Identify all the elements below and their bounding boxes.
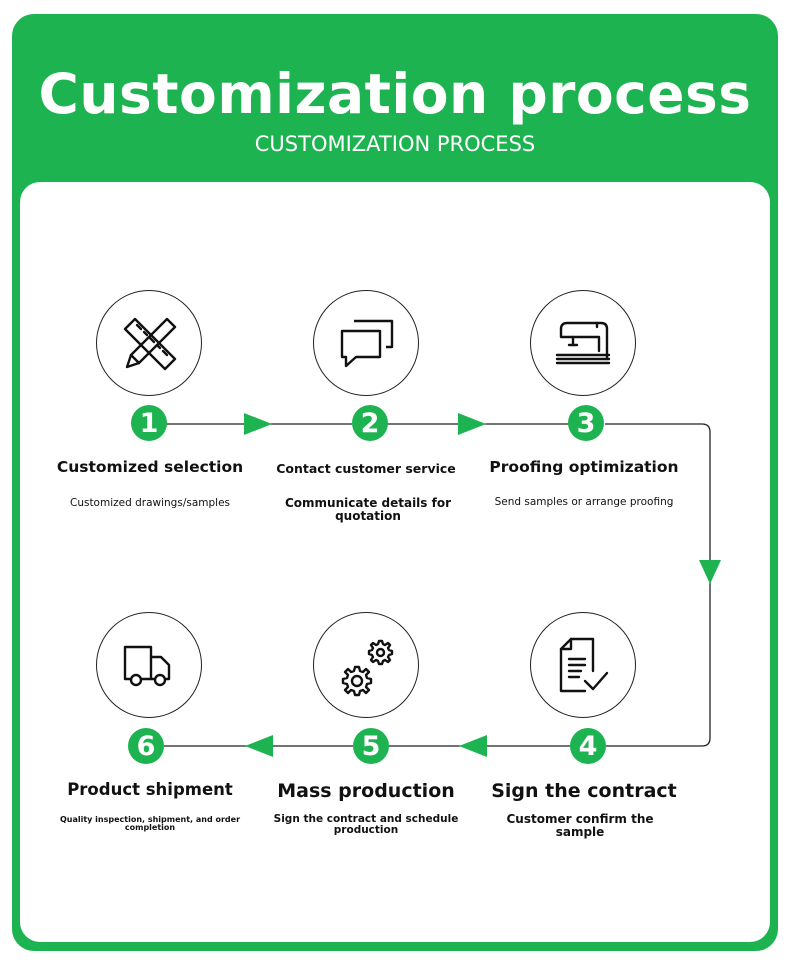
step-1-badge: 1 xyxy=(131,405,167,441)
step-1-icon-circle xyxy=(96,290,202,396)
step-2-title: Contact customer service xyxy=(276,461,456,476)
step-3-badge: 3 xyxy=(568,405,604,441)
arrow-down-icon xyxy=(699,560,721,584)
arrow-left-icon xyxy=(245,735,273,757)
step-5-title: Mass production xyxy=(277,780,455,802)
contract-check-icon xyxy=(559,637,609,693)
connector-3-4 xyxy=(605,423,711,747)
step-4-badge: 4 xyxy=(570,728,606,764)
arrow-right-icon xyxy=(244,413,272,435)
step-2-badge: 2 xyxy=(352,405,388,441)
step-3-title: Proofing optimization xyxy=(489,458,679,476)
step-5-badge: 5 xyxy=(353,728,389,764)
step-4-description: Customer confirm the sample xyxy=(506,812,654,839)
step-2-icon-circle xyxy=(313,290,419,396)
step-5-description: Sign the contract and schedule productio… xyxy=(273,813,459,837)
step-4-icon-circle xyxy=(530,612,636,718)
step-1-description: Customized drawings/samples xyxy=(69,497,230,509)
step-1-title: Customized selection xyxy=(56,458,244,476)
step-3-icon-circle xyxy=(530,290,636,396)
chat-bubbles-icon xyxy=(340,319,394,368)
step-6-icon-circle xyxy=(96,612,202,718)
arrow-right-icon xyxy=(458,413,486,435)
step-2-description: Communicate details for quotation xyxy=(284,496,451,523)
sewing-machine-icon xyxy=(555,321,611,365)
gears-icon xyxy=(341,639,394,697)
pencil-ruler-icon xyxy=(123,317,177,371)
arrow-left-icon xyxy=(459,735,487,757)
step-5-icon-circle xyxy=(313,612,419,718)
step-4-title: Sign the contract xyxy=(491,780,677,802)
page-title: Customization process xyxy=(38,62,752,126)
step-3-description: Send samples or arrange proofing xyxy=(494,496,674,508)
step-6-badge: 6 xyxy=(128,728,164,764)
truck-icon xyxy=(123,645,171,687)
page-subtitle: CUSTOMIZATION PROCESS xyxy=(254,132,536,156)
step-6-title: Product shipment xyxy=(67,780,233,799)
step-6-description: Quality inspection, shipment, and order … xyxy=(59,815,241,833)
